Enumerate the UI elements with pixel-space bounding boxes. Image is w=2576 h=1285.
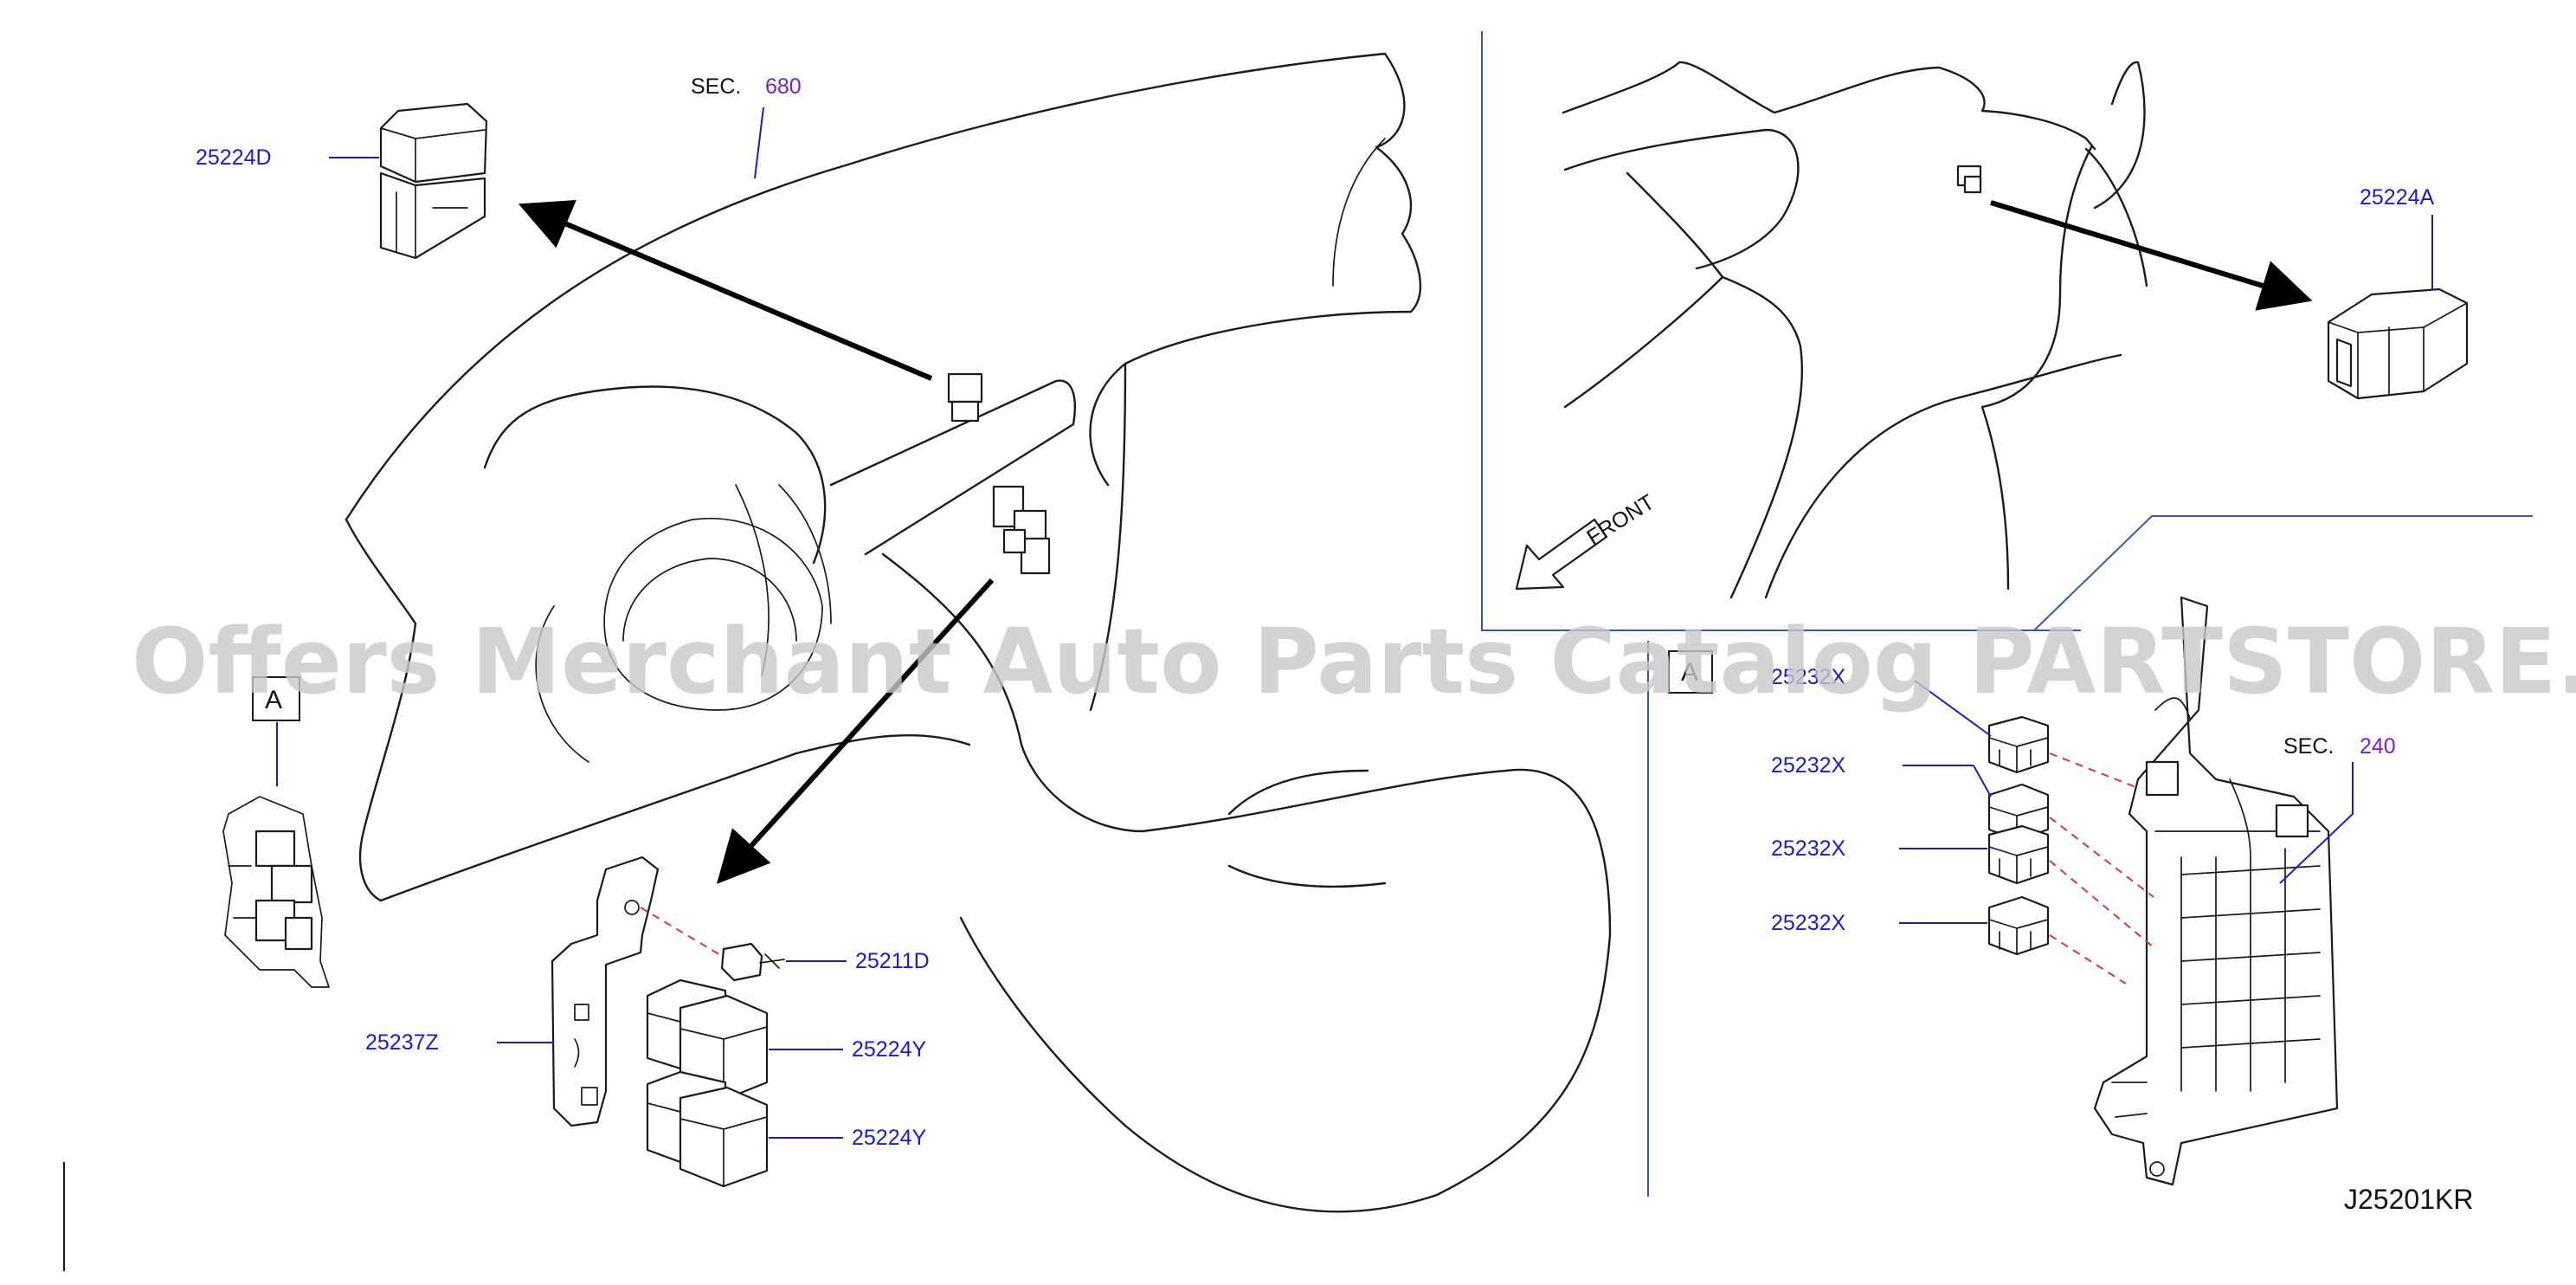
label-25224Y-upper: 25224Y — [852, 1037, 927, 1062]
label-25224Y-lower: 25224Y — [852, 1126, 927, 1150]
label-25224D: 25224D — [196, 145, 272, 170]
fuse-block — [2093, 596, 2339, 1186]
label-25232X-3: 25232X — [1771, 836, 1846, 861]
instrument-panel-illustration — [345, 52, 1612, 1213]
arrow-to-25224A — [1990, 200, 2313, 311]
detail-frame — [1481, 31, 2533, 1197]
relay-25232X-3 — [1987, 824, 2050, 885]
view-a-left-bracket — [222, 796, 330, 988]
diagram-code: J25201KR — [2344, 1184, 2473, 1215]
bracket-25237Z — [551, 856, 660, 1127]
label-25232X-1: 25232X — [1771, 665, 1846, 689]
dash-relay-bracket — [992, 485, 1051, 575]
label-25232X-4: 25232X — [1771, 911, 1846, 935]
watermark-text: Offers Merchant Auto Parts Catalog PARTS… — [132, 609, 2576, 714]
sec-680-reference: SEC. 680 — [691, 74, 802, 179]
label-25232X-2: 25232X — [1771, 753, 1846, 778]
arrow-to-25224D — [518, 200, 933, 381]
relay-25224D — [379, 102, 488, 260]
svg-text:680: 680 — [765, 74, 802, 99]
arrow-to-bracket — [716, 578, 995, 884]
relay-25232X-1 — [1987, 715, 2050, 774]
view-a-left-marker: A — [252, 676, 300, 786]
relay-25224A — [2327, 287, 2469, 400]
svg-text:240: 240 — [2360, 734, 2396, 759]
relay-25232X-4 — [1987, 895, 2050, 956]
svg-text:A: A — [265, 686, 282, 714]
label-25211D: 25211D — [855, 949, 930, 973]
pillar-relay-small — [1956, 165, 1982, 194]
svg-text:A: A — [1681, 658, 1698, 687]
front-direction-indicator: FRONT — [1515, 490, 1658, 591]
pillar-illustration — [1562, 61, 2148, 599]
label-25237Z: 25237Z — [365, 1030, 439, 1055]
view-a-right-marker: A — [1668, 650, 1713, 694]
dash-relay-upper — [947, 372, 983, 423]
screw-25211D — [720, 942, 785, 982]
svg-text:SEC.: SEC. — [2283, 734, 2334, 759]
svg-text:SEC.: SEC. — [691, 74, 741, 99]
sec-240-reference: SEC. 240 — [2279, 734, 2396, 884]
label-25224A: 25224A — [2360, 185, 2435, 210]
relay-25224Y-upper — [646, 978, 769, 1101]
screw-guide-dash — [640, 907, 723, 957]
relay-25224Y-lower — [646, 1070, 769, 1188]
